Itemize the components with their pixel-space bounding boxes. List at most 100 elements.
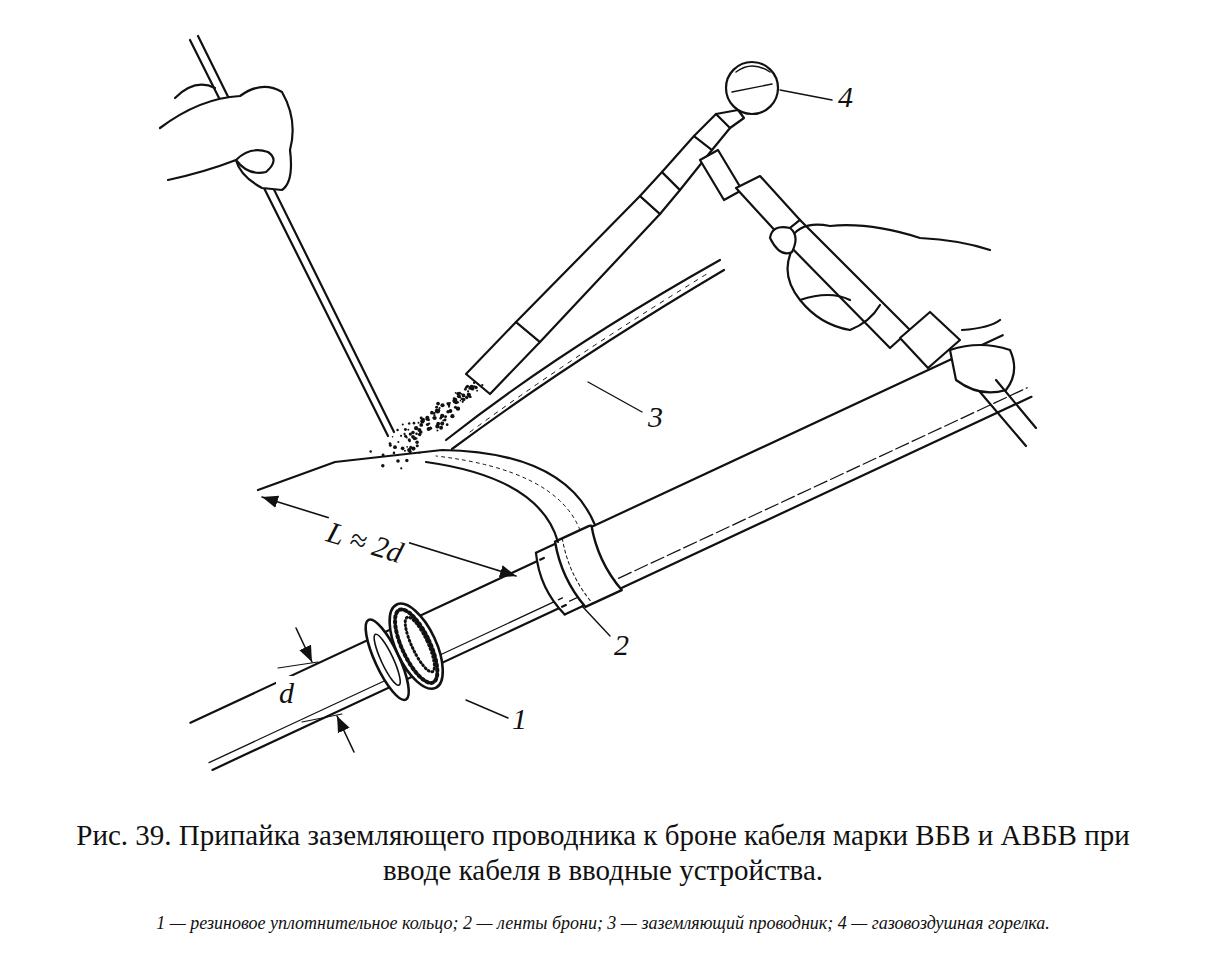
spray-dot — [413, 422, 416, 425]
spray-dot — [408, 438, 411, 441]
spray-dot — [411, 435, 415, 439]
spray-dot — [454, 406, 457, 409]
spray-dot — [473, 381, 476, 384]
dimension-line — [296, 628, 312, 662]
torch — [466, 62, 1036, 446]
spray-dot — [444, 415, 447, 418]
spray-dot — [420, 419, 424, 423]
spray-dot — [400, 467, 402, 469]
spray-dot — [416, 438, 418, 440]
spray-dot — [477, 383, 479, 385]
spray-dot — [417, 422, 419, 424]
spray-dot — [432, 417, 434, 419]
spray-dot — [440, 416, 443, 419]
spray-dot — [434, 412, 436, 414]
spray-dot — [404, 428, 407, 431]
spray-dot — [464, 388, 467, 391]
spray-dot — [455, 402, 457, 404]
spray-dot — [369, 450, 371, 452]
spray-dot — [393, 452, 396, 455]
spray-dot — [419, 430, 423, 434]
spray-dot — [458, 392, 461, 395]
spray-dot — [396, 429, 399, 432]
spray-dot — [409, 450, 412, 453]
callout-number: 1 — [512, 702, 527, 735]
spray-dot — [415, 440, 418, 443]
leader-line — [582, 606, 610, 636]
spray-dot — [428, 427, 430, 429]
spray-dot — [460, 400, 462, 402]
dimension-label: d — [276, 676, 297, 709]
spray-dot — [440, 403, 444, 407]
spray-dot — [442, 420, 444, 422]
spray-dot — [450, 414, 454, 418]
spray-dot — [457, 401, 459, 403]
hand — [788, 225, 1001, 330]
spray-dot — [428, 422, 430, 424]
spray-dot — [389, 444, 391, 446]
spray-dot — [446, 423, 449, 426]
leader-line — [588, 382, 642, 412]
spray-dot — [420, 417, 423, 420]
legend-key: 1 — резиновое уплотнительное кольцо; 2 —… — [40, 912, 1166, 935]
flame-spray — [369, 381, 483, 469]
leader-line — [466, 700, 508, 718]
spray-dot — [418, 452, 420, 454]
spray-dot — [436, 422, 440, 426]
spray-dot — [439, 407, 441, 409]
spray-dot — [405, 459, 408, 462]
spray-dot — [476, 390, 478, 392]
spray-dot — [408, 422, 410, 424]
spray-dot — [448, 409, 452, 413]
spray-dot — [406, 446, 408, 448]
spray-dot — [481, 384, 483, 386]
leader-line — [780, 90, 832, 100]
hand — [160, 87, 293, 190]
spray-dot — [400, 435, 402, 437]
spray-dot — [467, 393, 469, 395]
spray-dot — [446, 402, 449, 405]
spray-dot — [411, 431, 415, 435]
spray-dot — [435, 406, 438, 409]
spray-dot — [440, 422, 444, 426]
spray-dot — [466, 385, 469, 388]
spray-dot — [438, 411, 440, 413]
spray-dot — [462, 398, 466, 402]
callout-number: 2 — [614, 628, 629, 661]
spray-dot — [392, 436, 394, 438]
spray-dot — [422, 421, 424, 423]
spray-dot — [453, 398, 457, 402]
spray-dot — [403, 433, 405, 435]
spray-dot — [407, 429, 409, 431]
spray-dot — [416, 444, 419, 447]
dimension-line — [262, 497, 516, 576]
spray-dot — [396, 459, 400, 463]
figure-caption: Рис. 39. Припайка заземляющего проводник… — [60, 818, 1146, 888]
spray-dot — [401, 446, 405, 450]
spray-dot — [429, 426, 433, 430]
spray-dot — [474, 386, 478, 390]
spray-dot — [436, 402, 440, 406]
spray-dot — [433, 416, 437, 420]
cable — [182, 324, 1037, 788]
spray-dot — [453, 397, 456, 400]
solder-rod — [190, 36, 394, 436]
spray-dot — [404, 450, 406, 452]
spray-dot — [457, 394, 461, 398]
spray-dot — [468, 387, 471, 390]
spray-dot — [465, 396, 468, 399]
spray-dot — [402, 423, 404, 425]
spray-dot — [455, 392, 457, 394]
dimension-label: L ≈ 2d — [320, 514, 410, 570]
spray-dot — [436, 430, 438, 432]
spray-dot — [462, 394, 466, 398]
spray-dot — [467, 390, 469, 392]
spray-dot — [406, 436, 408, 438]
spray-dot — [426, 418, 428, 420]
spray-dot — [415, 432, 418, 435]
spray-dot — [444, 416, 446, 418]
spray-dot — [439, 426, 443, 430]
spray-dot — [393, 445, 397, 449]
spray-dot — [382, 454, 385, 457]
